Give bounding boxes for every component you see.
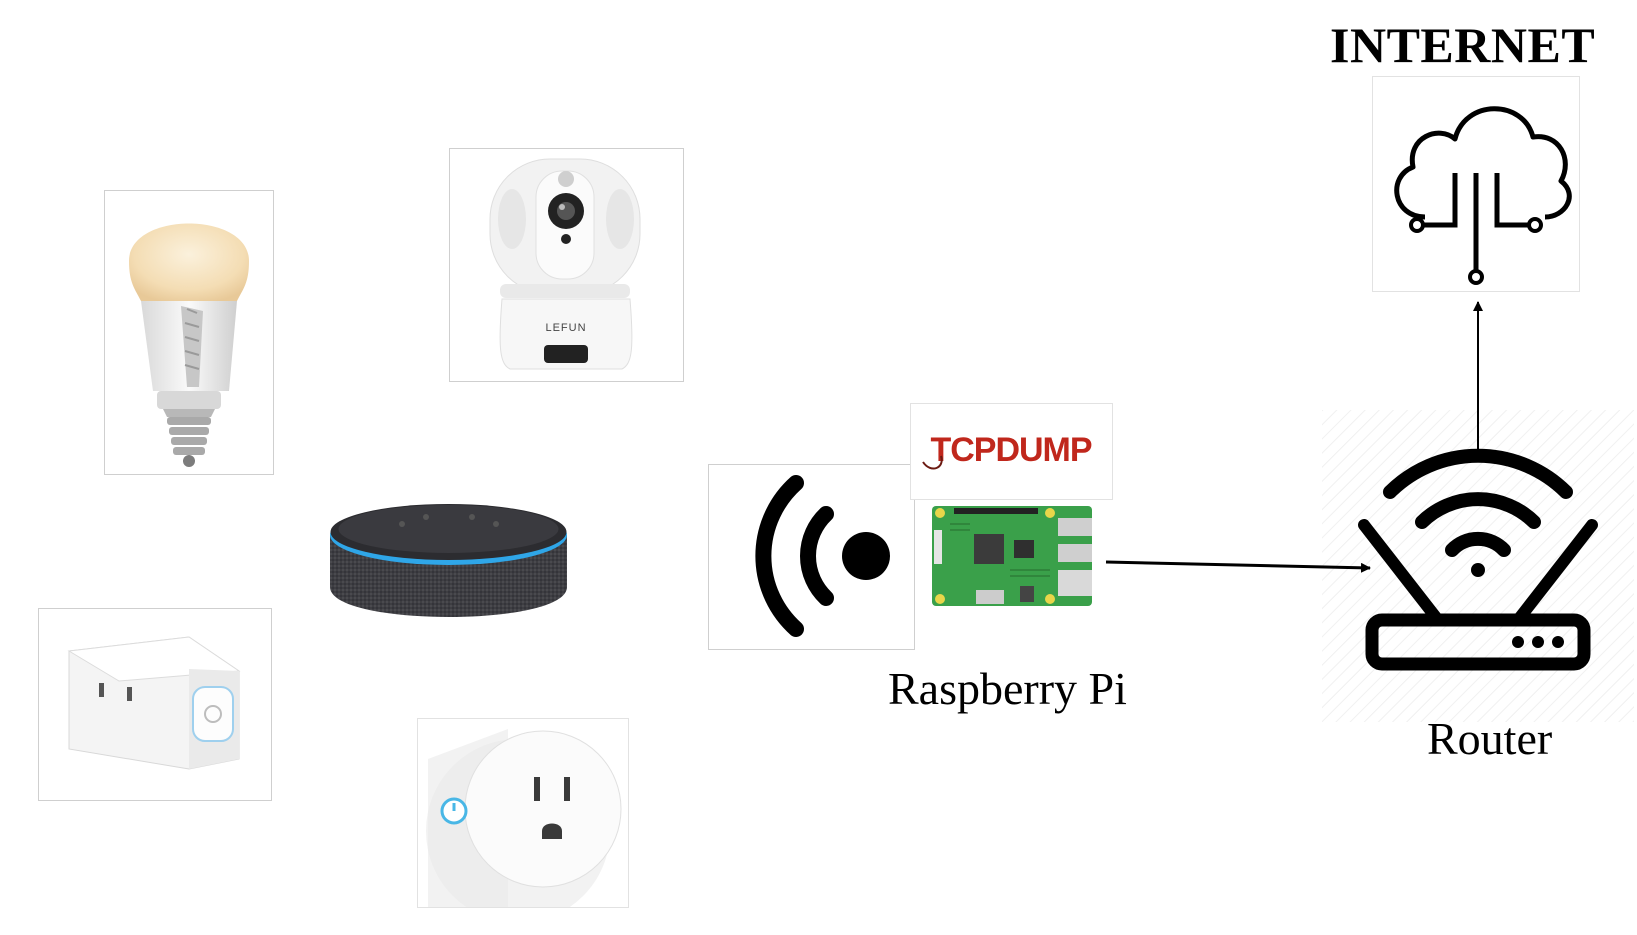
security-camera-icon: LEFUN	[489, 158, 641, 370]
raspberry-pi-label: Raspberry Pi	[888, 663, 1127, 714]
wireless-signal-icon	[755, 475, 890, 637]
camera-brand-text: LEFUN	[545, 322, 586, 334]
raspberry-pi-board-icon	[932, 506, 1092, 606]
smart-speaker-node	[322, 477, 575, 645]
smart-plug-round-icon	[426, 729, 622, 907]
security-camera-node: LEFUN	[449, 148, 684, 382]
cloud-network-icon	[1394, 106, 1572, 285]
tcpdump-logo-text: TCPDUMP	[930, 431, 1091, 469]
raspberry-pi-node	[930, 500, 1100, 615]
arrow-pi-to-router	[1105, 560, 1371, 573]
internet-title: INTERNET	[1330, 17, 1596, 73]
tcpdump-logo-node: TCPDUMP	[910, 403, 1113, 500]
smart-bulb-icon	[129, 223, 249, 467]
wireless-node	[708, 464, 915, 650]
smart-speaker-icon	[330, 504, 567, 617]
smart-bulb-node	[104, 190, 274, 475]
router-node	[1322, 410, 1634, 722]
smart-plug-rect-node	[38, 608, 272, 801]
internet-cloud-node	[1372, 76, 1580, 292]
router-label: Router	[1427, 713, 1553, 764]
smart-plug-round-node	[417, 718, 629, 908]
wifi-router-icon	[1322, 410, 1634, 722]
tcpdump-logo: TCPDUMP	[922, 431, 1093, 470]
smart-plug-rect-icon	[67, 636, 241, 770]
